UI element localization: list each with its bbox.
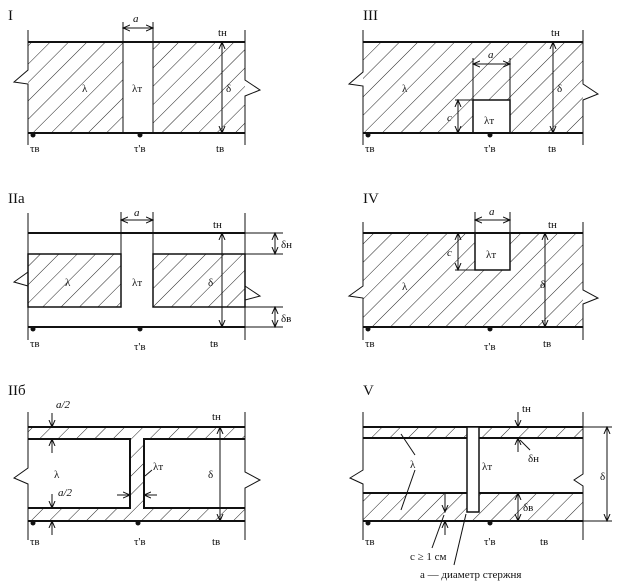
- panel-label: V: [363, 383, 374, 399]
- symbol-a: a: [133, 13, 139, 25]
- symbol-tau-v: τв: [30, 536, 40, 548]
- symbol-tau-v: τв: [365, 143, 375, 155]
- symbol-c: c: [447, 247, 452, 259]
- symbol-a: a: [134, 207, 140, 219]
- symbol-tau-v-prime: τ'в: [134, 341, 146, 353]
- symbol-t-v: tв: [543, 338, 551, 350]
- panel-label: III: [363, 8, 378, 24]
- symbol-lambda: λ: [54, 469, 60, 481]
- symbol-t-n: tн: [548, 219, 557, 231]
- panel-label: I: [8, 8, 13, 24]
- symbol-lambda-t: λт: [482, 461, 492, 473]
- symbol-t-v: tв: [212, 536, 220, 548]
- symbol-lambda-t: λт: [153, 461, 163, 473]
- symbol-tau-v-prime: τ'в: [484, 536, 496, 548]
- symbol-t-v: tв: [540, 536, 548, 548]
- wall-material: [28, 42, 123, 133]
- inclusion: [474, 232, 511, 271]
- symbol-tau-v: τв: [30, 143, 40, 155]
- symbol-t-v: tв: [210, 338, 218, 350]
- panel-IV: IV a tн c λт λ δ τв τ'в tв: [347, 191, 600, 353]
- symbol-lambda: λ: [402, 83, 408, 95]
- symbol-delta: δ: [208, 469, 213, 481]
- inclusion: [472, 99, 511, 134]
- symbol-delta-n: δн: [528, 453, 539, 465]
- symbol-lambda: λ: [410, 459, 416, 471]
- symbol-lambda-t: λт: [132, 83, 142, 95]
- symbol-delta: δ: [600, 471, 605, 483]
- symbol-lambda-t: λт: [132, 277, 142, 289]
- break-line: [12, 30, 29, 145]
- rod: [466, 426, 480, 513]
- break-line: [244, 30, 262, 145]
- symbol-delta: δ: [226, 83, 231, 95]
- symbol-lambda-t: λт: [486, 249, 496, 261]
- panel-label: IV: [363, 191, 379, 207]
- symbol-t-n: tн: [551, 27, 560, 39]
- panel-IIa: IIa a tн δн δв λ λт δ τв τ'в tв: [8, 191, 292, 353]
- symbol-tau-v-prime: τ'в: [484, 143, 496, 155]
- symbol-tau-v: τв: [30, 338, 40, 350]
- symbol-c: c: [447, 112, 452, 124]
- symbol-delta: δ: [540, 279, 545, 291]
- rib: [130, 439, 144, 508]
- note-a-definition: a — диаметр стержня: [420, 569, 521, 581]
- symbol-tau-v-prime: τ'в: [484, 341, 496, 353]
- symbol-delta-v: δв: [523, 502, 533, 514]
- panel-I: I a tн λ λт δ τв τ'в tв: [8, 8, 262, 155]
- symbol-t-v: tв: [548, 143, 556, 155]
- note-c-min: c ≥ 1 см: [410, 551, 447, 563]
- symbol-lambda: λ: [65, 277, 71, 289]
- symbol-t-n: tн: [213, 219, 222, 231]
- panel-label: IIa: [8, 191, 25, 207]
- symbol-t-n: tн: [522, 403, 531, 415]
- wall-material: [153, 42, 245, 133]
- symbol-a: a: [489, 206, 495, 218]
- symbol-a-half: a/2: [56, 399, 71, 411]
- symbol-a: a: [488, 49, 494, 61]
- panel-IIb: IIб a/2 a/2 tн λ λт δ τв τ'в tв: [8, 383, 262, 548]
- symbol-tau-v-prime: τ'в: [134, 536, 146, 548]
- panel-III: III a tн λ λт c δ τв τ'в tв: [347, 8, 600, 155]
- symbol-tau-v: τв: [365, 338, 375, 350]
- panel-label: IIб: [8, 383, 26, 399]
- symbol-delta: δ: [557, 83, 562, 95]
- symbol-lambda-t: λт: [484, 115, 494, 127]
- symbol-a-half: a/2: [58, 487, 73, 499]
- symbol-t-n: tн: [218, 27, 227, 39]
- symbol-lambda: λ: [402, 281, 408, 293]
- symbol-tau-v: τв: [365, 536, 375, 548]
- symbol-t-v: tв: [216, 143, 224, 155]
- panel-V: V tн λ λт δн δв δ τв τ'в tв c ≥ 1 см a —…: [348, 383, 612, 581]
- symbol-lambda: λ: [82, 83, 88, 95]
- symbol-t-n: tн: [212, 411, 221, 423]
- symbol-tau-v-prime: τ'в: [134, 143, 146, 155]
- symbol-delta: δ: [208, 277, 213, 289]
- symbol-delta-v: δв: [281, 313, 291, 325]
- symbol-delta-n: δн: [281, 239, 292, 251]
